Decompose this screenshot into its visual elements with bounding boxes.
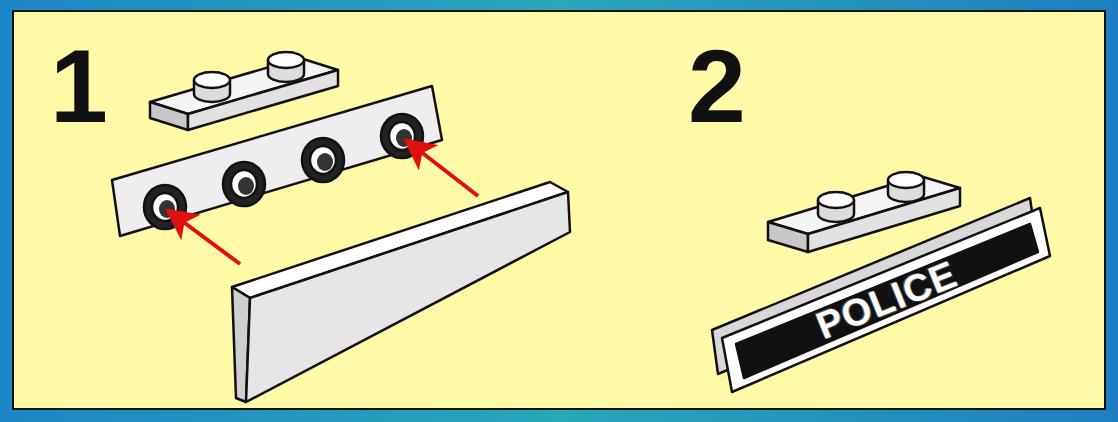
step-number: 2 [688,34,746,138]
step-number: 1 [50,34,108,138]
